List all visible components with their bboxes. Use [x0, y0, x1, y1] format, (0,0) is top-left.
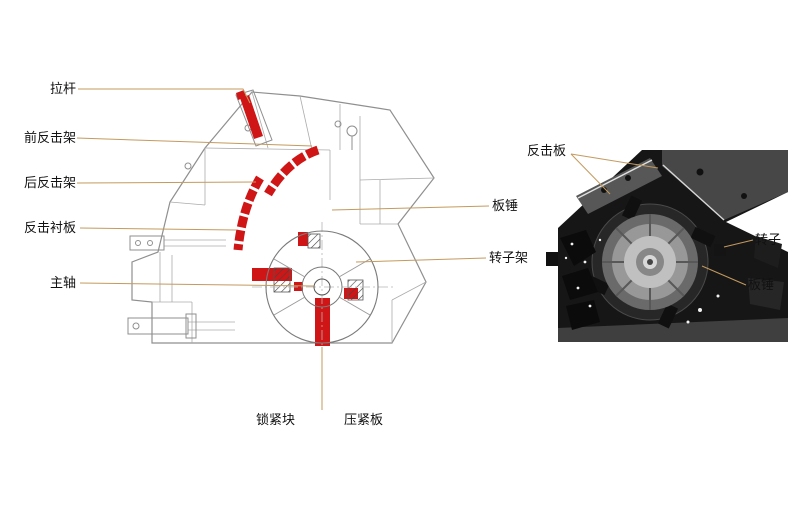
label-locking-block: 锁紧块	[256, 412, 296, 427]
label-pressing-plate: 压紧板	[344, 412, 384, 427]
leader-rear-impact-frame	[76, 181, 257, 184]
leader-rotor	[723, 239, 754, 248]
photo-rotor	[584, 195, 716, 329]
crusher-schematic	[127, 89, 435, 352]
tie-rod-part	[240, 95, 263, 139]
leader-front-impact-frame	[76, 137, 313, 147]
rotor-schematic	[252, 222, 394, 352]
label-tie-rod: 拉杆	[49, 81, 76, 96]
label-impact-plate: 反击板	[527, 143, 567, 158]
rotor-circle	[265, 230, 379, 344]
main-shaft-circle	[313, 278, 331, 296]
photo-impact-plates	[576, 150, 788, 221]
photo-speckles	[564, 238, 720, 324]
label-front-impact-frame: 前反击架	[23, 130, 76, 145]
housing-outline	[131, 91, 435, 344]
leader-tie-rod	[78, 88, 251, 104]
label-photo-blow-bar: 板锤	[748, 277, 775, 292]
label-rotor-frame: 转子架	[489, 250, 529, 265]
shaft-stub-left	[546, 252, 558, 266]
label-blow-bar: 板锤	[492, 198, 519, 213]
leader-blow-bar	[331, 205, 490, 211]
leader-main-shaft	[79, 282, 315, 287]
support-fittings	[127, 89, 358, 339]
locking-block-part	[315, 298, 330, 346]
label-rear-impact-frame: 后反击架	[23, 175, 76, 190]
leader-impact-liner	[79, 227, 237, 231]
shaft-stub-right	[714, 244, 726, 256]
leader-impact-plate-b	[570, 153, 659, 169]
leader-rotor-frame	[355, 257, 487, 263]
rotor-photo	[546, 150, 788, 342]
label-rotor: 转子	[755, 232, 782, 247]
leader-lines	[76, 88, 754, 410]
label-impact-liner: 反击衬板	[23, 220, 76, 235]
rear-impact-arc	[233, 175, 264, 251]
label-main-shaft: 主轴	[49, 275, 76, 290]
front-impact-arc	[264, 145, 320, 197]
leader-impact-plate-a	[570, 153, 611, 195]
photo-rocks	[560, 230, 784, 330]
leader-photo-blow-bar	[701, 265, 747, 286]
housing-panels	[152, 91, 435, 343]
